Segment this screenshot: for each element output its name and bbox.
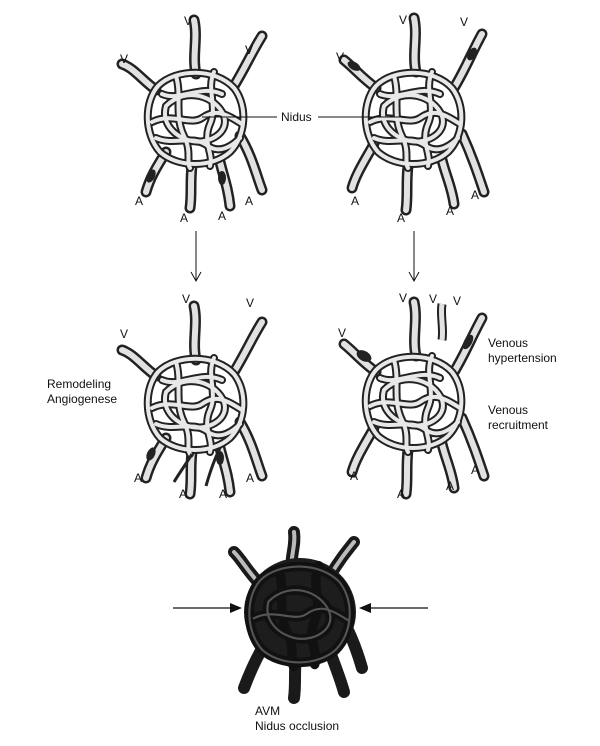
- artery-label: A: [135, 194, 143, 208]
- artery-label: A: [219, 487, 227, 501]
- venous-hypertension-label: Venous hypertension: [488, 336, 557, 366]
- artery-label: A: [446, 204, 454, 218]
- artery-label: A: [180, 211, 188, 225]
- artery-label: A: [397, 487, 405, 501]
- compression-arrow-left: [173, 603, 242, 613]
- artery-label: A: [471, 463, 479, 477]
- vein-label: V: [453, 294, 461, 308]
- vein-label: V: [245, 43, 253, 57]
- remodeling-angiogenese-label: Remodeling Angiogenese: [47, 377, 117, 407]
- nidus-cluster-top-left: [122, 20, 262, 208]
- vein-label: V: [182, 292, 190, 306]
- artery-label: A: [351, 194, 359, 208]
- vein-label: V: [336, 50, 344, 64]
- artery-label: A: [134, 471, 142, 485]
- nidus-cluster-top-right: [344, 18, 484, 210]
- vein-label: V: [338, 326, 346, 340]
- nidus-cluster-mid-right: [344, 302, 484, 494]
- vein-label: V: [246, 296, 254, 310]
- down-arrow-left: [191, 231, 201, 281]
- artery-label: A: [179, 487, 187, 501]
- nidus-label: Nidus: [281, 110, 312, 124]
- vein-label: V: [460, 15, 468, 29]
- nidus-cluster-mid-left: [122, 306, 262, 494]
- nidus-cluster-occluded: [234, 532, 362, 698]
- artery-label: A: [350, 469, 358, 483]
- vein-label: V: [120, 52, 128, 66]
- down-arrow-right: [409, 231, 419, 281]
- avm-nidus-occlusion-label: AVM Nidus occlusion: [255, 704, 339, 734]
- artery-label: A: [446, 479, 454, 493]
- compression-arrow-right: [359, 603, 428, 613]
- venous-recruitment-label: Venous recruitment: [488, 403, 548, 433]
- vein-label: V: [429, 292, 437, 306]
- artery-label: A: [218, 209, 226, 223]
- artery-label: A: [471, 188, 479, 202]
- vein-label: V: [120, 327, 128, 341]
- artery-label: A: [246, 471, 254, 485]
- vein-label: V: [399, 291, 407, 305]
- vein-label: V: [184, 14, 192, 28]
- artery-label: A: [245, 194, 253, 208]
- vein-label: V: [399, 13, 407, 27]
- artery-label: A: [397, 211, 405, 225]
